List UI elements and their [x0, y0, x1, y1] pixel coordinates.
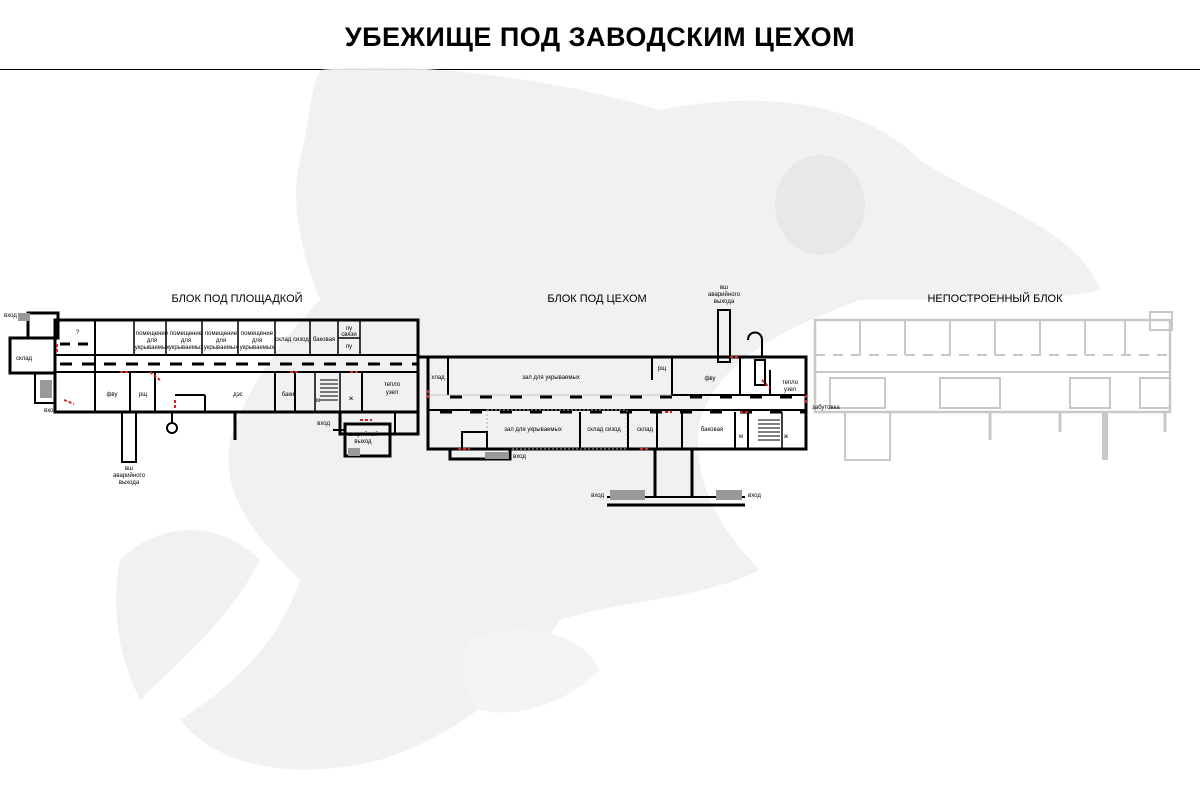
label-pomeshchenie-1-b: для — [147, 338, 157, 344]
label-avariyny-vyhod-a: аварийный — [348, 431, 379, 438]
shelter-block-under-site — [8, 311, 420, 463]
label-pu: пу — [346, 344, 352, 350]
label-baki: баки — [282, 392, 295, 398]
label-vhod-bottom-left: вход — [44, 408, 57, 414]
label-bakovaya-center: баковая — [701, 427, 723, 433]
label-sklad-sizod-center: склад сизод — [587, 427, 621, 433]
block-label-left: БЛОК ПОД ПЛОЩАДКОЙ — [171, 292, 302, 305]
label-vhod-mid: вход — [317, 421, 330, 427]
shelter-block-under-shop — [418, 309, 808, 507]
label-zh-left: ж — [349, 396, 353, 402]
label-vhod-center-bottom: вход — [513, 454, 526, 460]
block-label-right: НЕПОСТРОЕННЫЙ БЛОК — [927, 292, 1063, 305]
label-zal-1: зал для укрываемых — [522, 375, 580, 381]
label-vhod-top-left: вход — [4, 313, 17, 319]
label-teplo-uzel-left-b: узел — [386, 390, 399, 396]
label-vsh-center-a: вш — [720, 285, 728, 291]
background-wolf-image — [116, 67, 1100, 770]
label-pomeshchenie-3-b: для — [216, 338, 226, 344]
label-pomeshchenie-4-a: помещение — [241, 331, 274, 337]
label-hlad: хлад — [431, 375, 445, 381]
label-pomeshchenie-3-c: укрываемых — [204, 345, 239, 351]
label-pu-svyazi-b: связи — [341, 332, 356, 338]
label-pomeshchenie-1-c: укрываемых — [135, 345, 170, 351]
label-vsh-left-b: аварийного — [113, 472, 146, 479]
label-vhod-1: вход — [591, 493, 604, 499]
label-m-center: м — [739, 434, 743, 440]
label-rshch-center: рщ — [658, 366, 666, 372]
label-teplo-uzel-left-a: тепло — [384, 382, 401, 388]
label-zh-center: ж — [784, 434, 788, 440]
label-pomeshchenie-2-b: для — [181, 338, 191, 344]
label-m-left: м — [316, 398, 320, 404]
label-sklad-left: склад — [16, 356, 33, 362]
unbuilt-block-plan — [813, 311, 1173, 461]
label-pomeshchenie-4-b: для — [252, 338, 262, 344]
label-fvu-center: фву — [705, 376, 716, 382]
label-pomeshchenie-2-a: помещение — [170, 331, 203, 337]
label-pomeshchenie-2-c: укрываемых — [169, 345, 204, 351]
title-divider — [0, 69, 1200, 70]
label-rshch-left: рщ — [139, 392, 147, 398]
label-teplo-uzel-center-a: тепло — [782, 380, 799, 386]
label-fvu-left: фву — [107, 392, 118, 398]
label-vsh-left-a: вш — [125, 466, 133, 472]
label-pu-svyazi-a: пу — [346, 326, 352, 332]
block-label-center: БЛОК ПОД ЦЕХОМ — [547, 293, 646, 305]
label-vsh-left-c: выхода — [119, 480, 140, 486]
label-des: дэс — [233, 392, 243, 398]
page-title: УБЕЖИЩЕ ПОД ЗАВОДСКИМ ЦЕХОМ — [344, 22, 856, 52]
label-avariyny-vyhod-b: выход — [354, 439, 372, 445]
label-vsh-center-c: выхода — [714, 299, 735, 305]
label-vsh-center-b: аварийного — [708, 291, 741, 298]
label-vhod-2: вход — [748, 493, 761, 499]
label-pomeshchenie-4-c: укрываемых — [240, 345, 275, 351]
label-zal-2: зал для укрываемых — [504, 427, 562, 433]
label-zabutovka: забутовка — [812, 405, 840, 411]
label-teplo-uzel-center-b: узел — [784, 387, 797, 393]
label-pomeshchenie-1-a: помещение — [136, 331, 169, 337]
label-sklad-center: склад — [637, 427, 654, 433]
label-bakovaya-left: баковая — [313, 337, 335, 343]
label-pomeshchenie-3-a: помещение — [205, 331, 238, 337]
label-question: ? — [76, 330, 80, 336]
label-sklad-sizod-left: склад сизод — [275, 337, 309, 343]
